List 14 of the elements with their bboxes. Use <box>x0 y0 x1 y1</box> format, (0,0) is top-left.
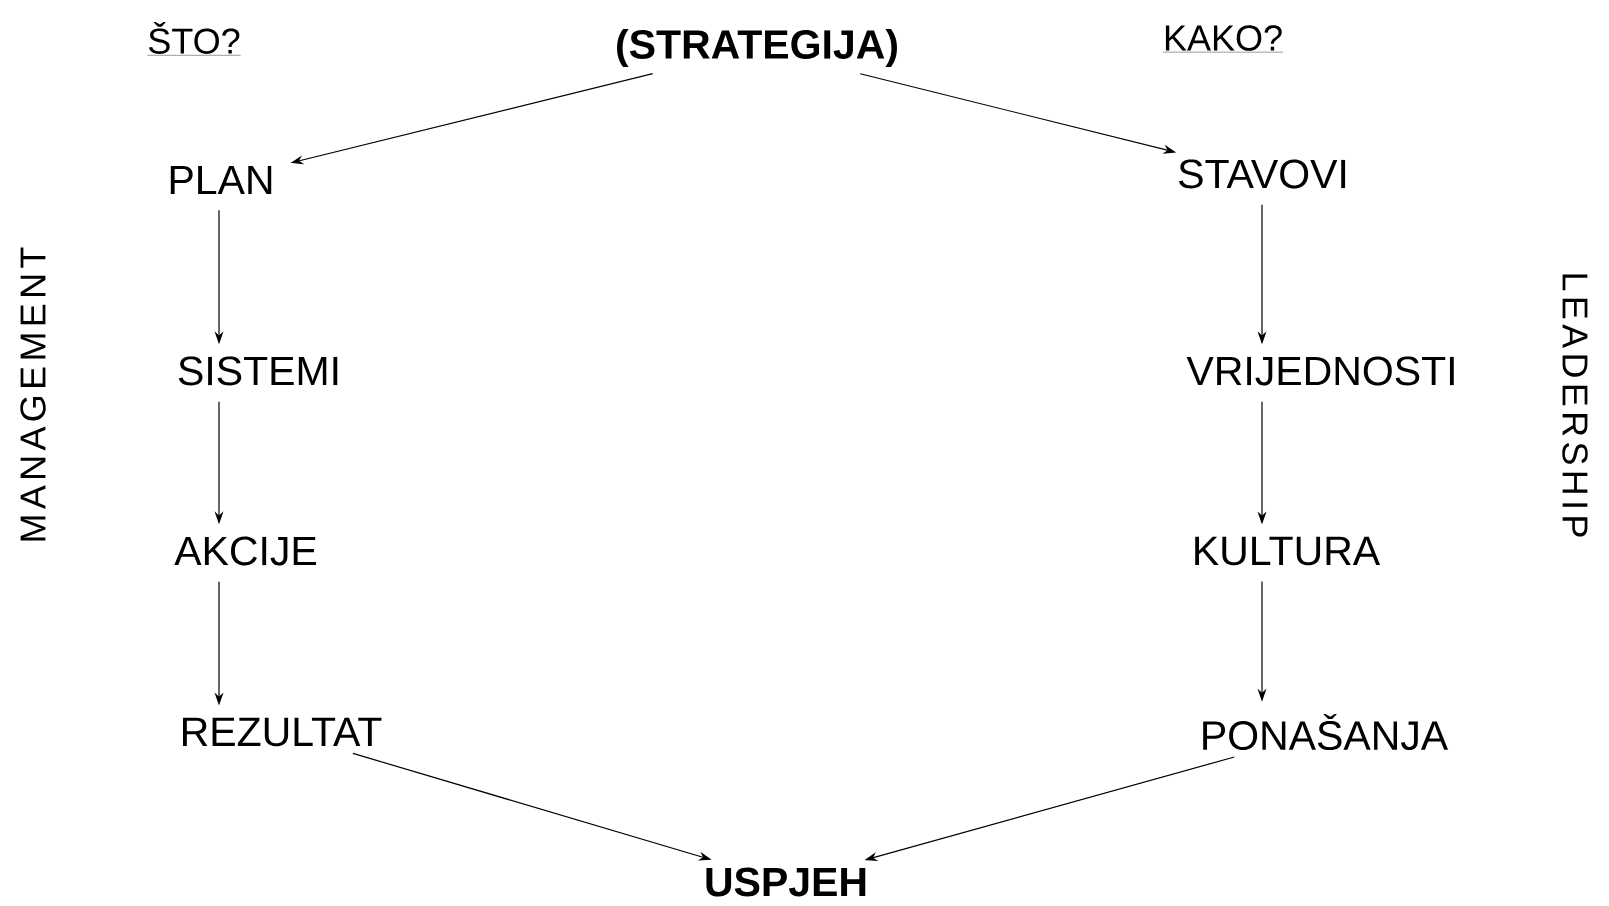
node-label: AKCIJE <box>174 536 316 566</box>
node-label: VRIJEDNOSTI <box>1186 356 1454 386</box>
node-label: PLAN <box>170 165 272 195</box>
node-label: STAVOVI <box>1179 159 1346 189</box>
node-label: SISTEMI <box>178 356 338 386</box>
node-label: REZULTAT <box>183 717 382 747</box>
side-label: LEADERSHIP <box>1562 274 1588 537</box>
side-label: MANAGEMENT <box>20 247 46 541</box>
node-label: KULTURA <box>1195 536 1381 566</box>
node-label: (STRATEGIJA) <box>617 28 897 68</box>
node-label: PONAŠANJA <box>1203 713 1449 751</box>
heading: ŠTO? <box>147 22 241 56</box>
heading: KAKO? <box>1162 25 1284 53</box>
node-label: USPJEH <box>706 867 866 897</box>
